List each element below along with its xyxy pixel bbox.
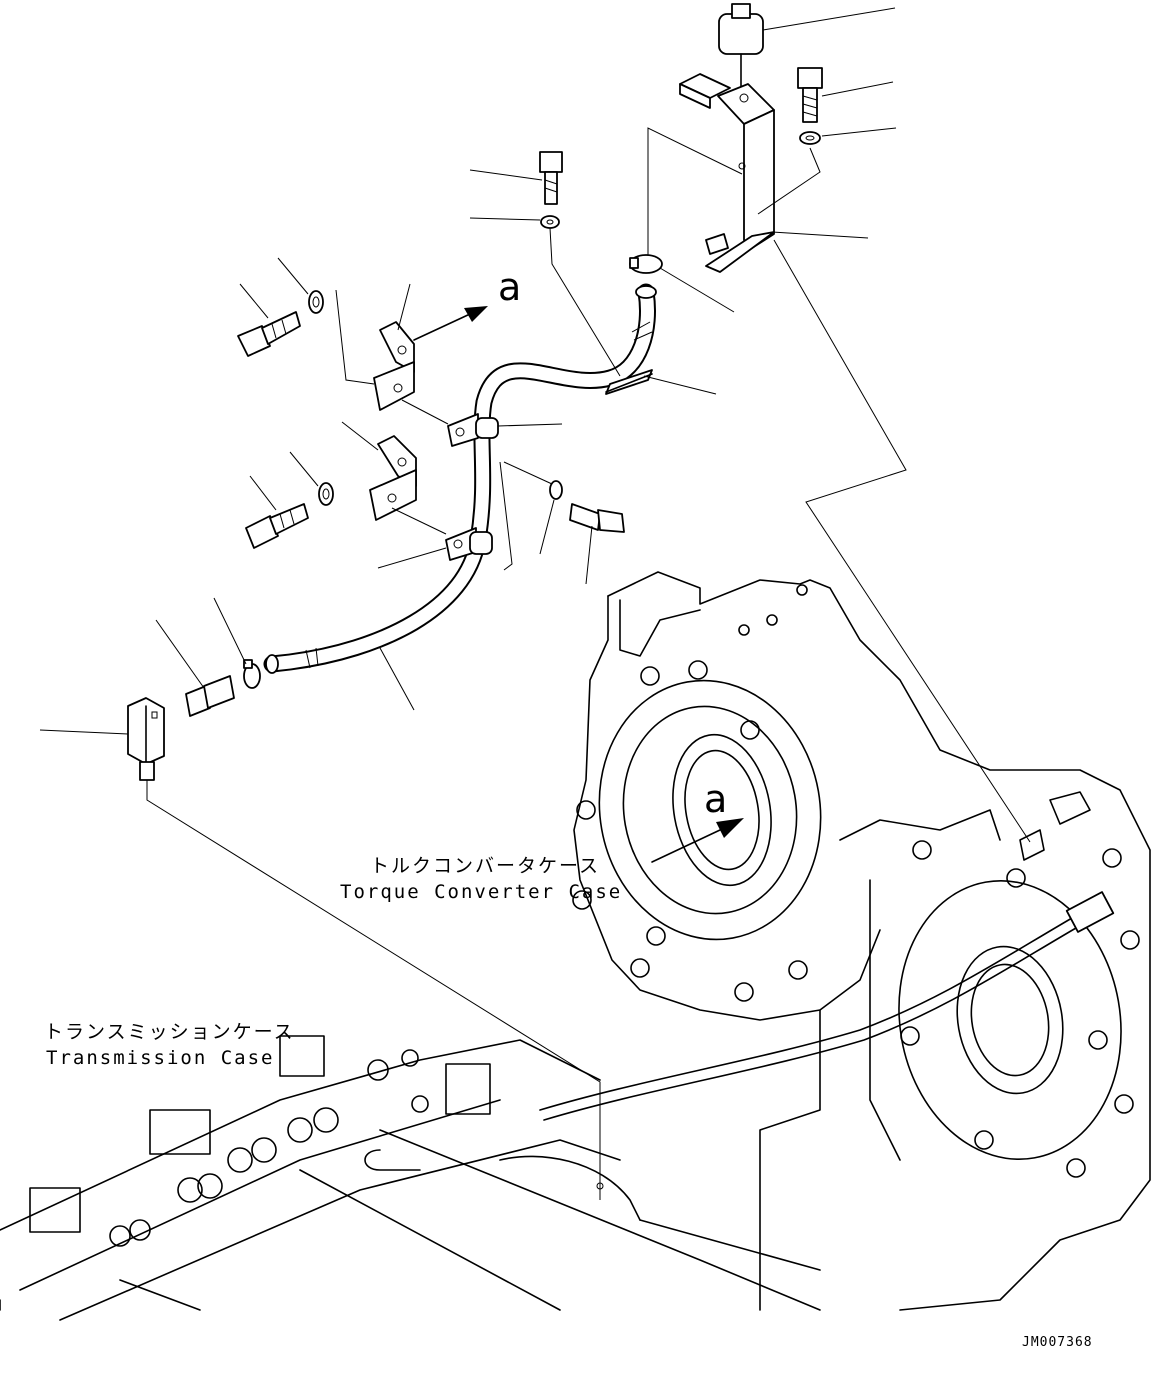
view-arrow-bottom xyxy=(651,818,744,863)
view-marker-bottom: a xyxy=(704,777,727,821)
bolt-top-right xyxy=(797,67,823,123)
assembly-line xyxy=(335,289,375,385)
transmission-case xyxy=(0,1035,821,1321)
hose-clamp-top xyxy=(629,254,663,274)
leader-line xyxy=(379,647,415,711)
torque-converter-case xyxy=(572,571,1151,1311)
torque-converter-case-label-en: Torque Converter Case xyxy=(340,881,622,903)
bolt-upper-left xyxy=(237,311,301,357)
leader-line xyxy=(397,283,411,331)
leader-line xyxy=(249,475,277,511)
washer-lower-left xyxy=(318,482,334,506)
washer-top-center xyxy=(540,215,560,229)
leader-line xyxy=(239,283,269,319)
leader-line xyxy=(341,421,379,451)
leader-line xyxy=(659,267,735,313)
elbow-fitting xyxy=(127,697,165,781)
washer-top-right xyxy=(799,131,821,145)
leader-line xyxy=(643,375,717,395)
hose-clip-top xyxy=(605,369,653,395)
hose-clamp-bottom xyxy=(243,659,261,689)
leader-line xyxy=(213,597,247,665)
assembly-line xyxy=(773,239,1031,843)
leader-line xyxy=(289,451,319,487)
breather-hose xyxy=(263,283,657,674)
torque-converter-case-label-jp: トルクコンバータケース xyxy=(370,855,600,877)
bracket-upper-left xyxy=(373,321,415,411)
assembly-line xyxy=(549,227,621,377)
assembly-line xyxy=(499,461,513,571)
leader-line xyxy=(821,81,894,97)
leader-line xyxy=(497,423,563,427)
hose-clamp-lower xyxy=(445,527,493,561)
assembly-line xyxy=(146,780,601,1200)
leader-line xyxy=(155,619,205,689)
leader-line xyxy=(821,127,897,137)
bolt-lower-left xyxy=(245,503,309,549)
leader-line xyxy=(469,169,543,181)
bracket-lower-left xyxy=(369,435,417,521)
transmission-case-label-jp: トランスミッションケース xyxy=(44,1021,295,1043)
drawing-code: JM007368 xyxy=(1022,1335,1093,1350)
view-marker-top: a xyxy=(498,265,521,309)
hose-clamp-upper xyxy=(447,413,499,447)
assembly-line xyxy=(503,461,553,485)
leader-line xyxy=(377,547,447,569)
leader-line xyxy=(469,217,541,221)
assembly-line xyxy=(647,127,743,256)
leader-line xyxy=(585,525,593,585)
assembly-line xyxy=(391,507,447,535)
mounting-bracket xyxy=(679,73,775,273)
assembly-line xyxy=(757,147,821,215)
washer-center xyxy=(549,480,563,500)
breather-cap xyxy=(718,3,764,87)
leader-line xyxy=(762,7,896,31)
assembly-line xyxy=(401,399,449,425)
bolt-center xyxy=(569,503,625,533)
leader-line xyxy=(539,499,555,555)
leader-line xyxy=(277,257,309,295)
leader-line xyxy=(39,729,129,735)
routing-hose xyxy=(539,829,1115,1121)
view-arrow-top xyxy=(413,306,488,341)
nipple-fitting xyxy=(185,675,235,717)
bolt-top-center xyxy=(539,151,563,205)
leader-line xyxy=(771,231,869,239)
washer-upper-left xyxy=(308,290,324,314)
transmission-case-label-en: Transmission Case xyxy=(46,1047,274,1069)
